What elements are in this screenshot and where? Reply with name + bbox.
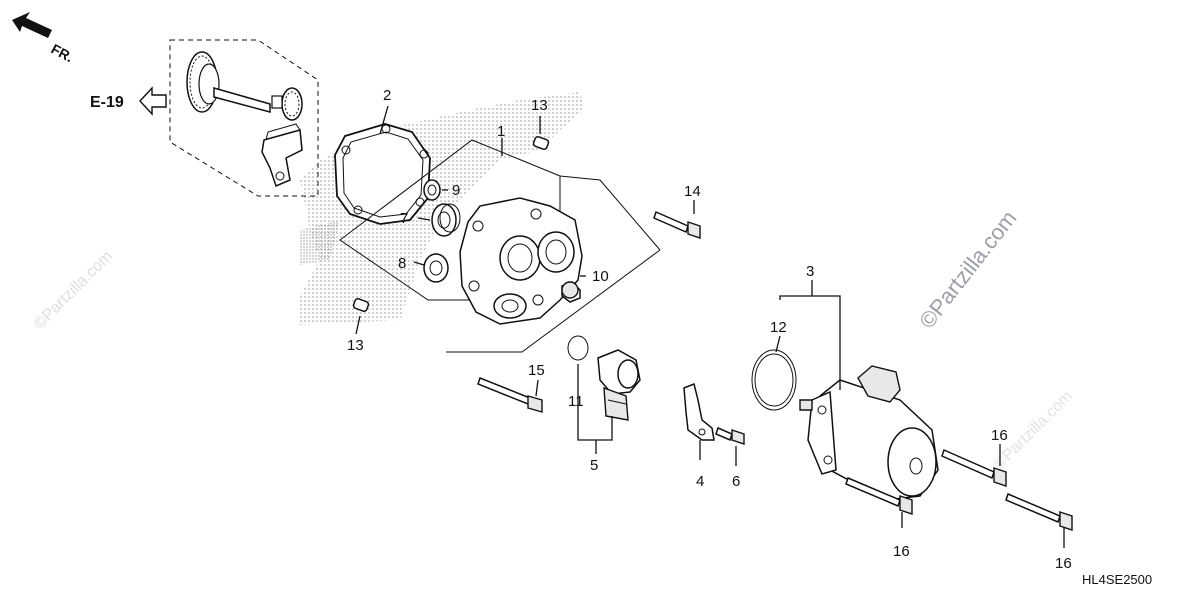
bolt-6 xyxy=(715,426,745,445)
shift-arm-icon xyxy=(261,123,303,188)
small-gear-icon xyxy=(271,87,303,121)
bolt-16-lower xyxy=(1005,492,1073,531)
callout-labels: 2 1 13 9 7 8 10 14 13 15 11 5 4 6 3 12 1… xyxy=(347,87,1072,572)
shaft-icon xyxy=(213,87,271,113)
callout-15[interactable]: 15 xyxy=(528,362,545,379)
oil-seal-9 xyxy=(423,179,441,201)
callout-14[interactable]: 14 xyxy=(684,183,701,200)
reference-label: E-19 xyxy=(90,94,124,111)
bolt-15 xyxy=(477,377,543,413)
callout-13-top[interactable]: 13 xyxy=(531,97,548,114)
leader-lines xyxy=(355,105,1065,548)
callout-1[interactable]: 1 xyxy=(497,123,505,140)
bolt-14 xyxy=(653,210,701,239)
callout-12[interactable]: 12 xyxy=(770,319,787,336)
callout-3[interactable]: 3 xyxy=(806,263,814,280)
callout-16-middle[interactable]: 16 xyxy=(893,543,910,560)
watermark-main: ©Partzilla.com xyxy=(914,206,1021,333)
reference-e19[interactable]: E-19 xyxy=(90,86,167,116)
bearing-8 xyxy=(423,253,449,283)
housing-part xyxy=(459,197,583,325)
callout-13-bottom[interactable]: 13 xyxy=(347,337,364,354)
assembly-outline-1-right xyxy=(559,175,661,251)
callout-10[interactable]: 10 xyxy=(592,268,609,285)
front-label: FR. xyxy=(49,41,76,66)
callout-9[interactable]: 9 xyxy=(452,182,460,199)
hollow-arrow-icon xyxy=(139,86,167,116)
angle-sensor-5 xyxy=(597,349,641,421)
callout-2[interactable]: 2 xyxy=(383,87,391,104)
collar-10 xyxy=(561,281,581,303)
callout-4[interactable]: 4 xyxy=(696,473,704,490)
gasket-part xyxy=(334,123,431,225)
callout-8[interactable]: 8 xyxy=(398,255,406,272)
front-arrow: FR. xyxy=(12,12,76,65)
bolt-16-right xyxy=(941,448,1007,487)
callout-11[interactable]: 11 xyxy=(568,393,584,410)
dowel-pin-13-top xyxy=(532,136,550,150)
figure-code: HL4SE2500 xyxy=(1082,572,1152,587)
bolt-16-middle xyxy=(845,476,913,515)
shift-motor-3 xyxy=(799,365,939,501)
o-ring-11 xyxy=(567,335,589,361)
assembly-outline-1-lower xyxy=(446,249,661,353)
callout-5[interactable]: 5 xyxy=(590,457,598,474)
watermark-faint-left: ©Partzilla.com xyxy=(31,248,116,333)
o-ring-12 xyxy=(751,349,797,411)
bearing-7 xyxy=(431,203,461,237)
callout-7[interactable]: 7 xyxy=(400,210,408,227)
callout-16-right[interactable]: 16 xyxy=(991,427,1008,444)
callout-16-lower[interactable]: 16 xyxy=(1055,555,1072,572)
large-gear-icon xyxy=(186,51,220,113)
gear-shaft-assembly xyxy=(169,39,319,197)
dowel-pin-13-bottom xyxy=(352,298,370,312)
callout-6[interactable]: 6 xyxy=(732,473,740,490)
bracket-4 xyxy=(683,382,715,441)
